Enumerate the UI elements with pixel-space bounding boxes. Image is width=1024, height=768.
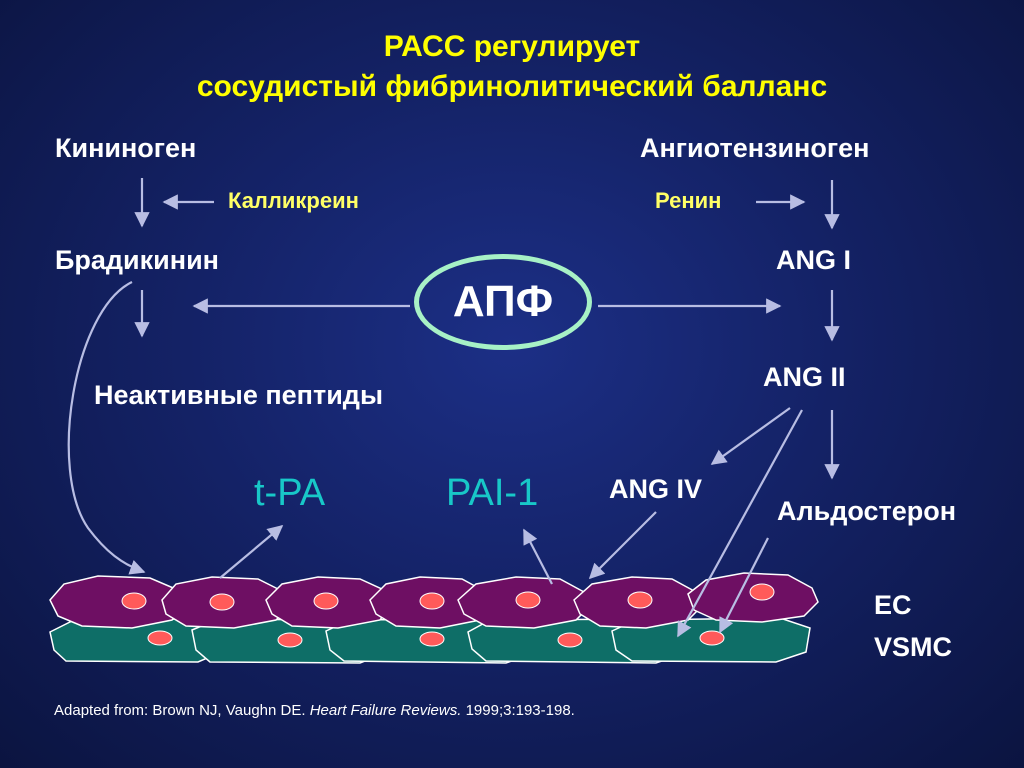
inactive-peptides-label: Неактивные пептиды — [94, 380, 383, 410]
arrow-ang2-ang4 — [710, 407, 791, 465]
reference-prefix: Adapted from: Brown NJ, Vaughn DE. — [54, 702, 310, 719]
vsmc-nucleus — [419, 631, 445, 647]
bradykinin-label: Брадикинин — [55, 245, 219, 275]
kininogen-label: Кининоген — [55, 133, 197, 163]
ang1-label: ANG I — [776, 245, 852, 275]
title-line-1: РАСС регулирует — [383, 30, 641, 63]
vsmc-nucleus — [699, 630, 725, 646]
ec-label: EC — [874, 590, 912, 620]
ace-label: АПФ — [452, 277, 554, 326]
arrow-ec-tpa — [219, 525, 284, 579]
ec-nucleus — [627, 591, 653, 609]
aldosterone-label: Альдостерон — [777, 496, 957, 526]
ec-nucleus — [419, 592, 445, 610]
vsmc-nucleus — [557, 632, 583, 648]
vsmc-label: VSMC — [874, 632, 953, 662]
renin-label: Ренин — [655, 188, 722, 213]
arrow-bradykinin-ec — [67, 281, 146, 575]
reference-suffix: 1999;3:193-198. — [461, 702, 575, 719]
pai1-label: PAI-1 — [446, 472, 539, 514]
kallikrein-label: Калликреин — [228, 188, 359, 213]
ec-nucleus — [209, 593, 235, 611]
vsmc-nucleus — [277, 632, 303, 648]
ec-nucleus — [313, 592, 339, 610]
ang2-label: ANG II — [763, 362, 846, 392]
ang4-label: ANG IV — [609, 474, 703, 504]
ec-nucleus — [121, 592, 147, 610]
ec-layer — [49, 572, 819, 629]
arrow-ang2-vsmc — [677, 409, 803, 638]
ace-ellipse: АПФ — [414, 254, 592, 350]
tpa-label: t-PA — [254, 472, 326, 514]
angiotensinogen-label: Ангиотензиноген — [640, 133, 870, 163]
arrow-aldosterone-vsmc — [719, 537, 769, 634]
ec-nucleus — [515, 591, 541, 609]
reference: Adapted from: Brown NJ, Vaughn DE. Heart… — [54, 702, 575, 719]
arrow-ang4-ec — [588, 511, 657, 580]
title-line-2: сосудистый фибринолитический балланс — [196, 70, 828, 103]
vsmc-nucleus — [147, 630, 173, 646]
ec-nucleus — [749, 583, 775, 601]
reference-journal: Heart Failure Reviews. — [309, 702, 462, 719]
arrows — [67, 178, 840, 638]
arrow-ec-pai1 — [523, 528, 553, 585]
